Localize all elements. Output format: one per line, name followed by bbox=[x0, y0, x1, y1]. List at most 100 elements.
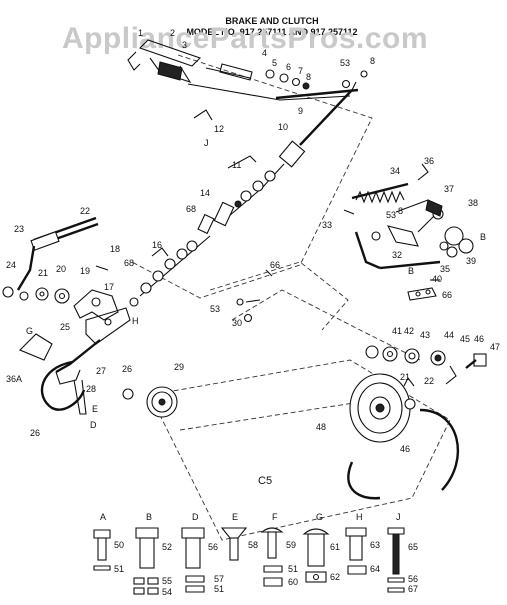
callout-label: 53 bbox=[386, 210, 396, 220]
callout-label: 36A bbox=[6, 374, 22, 384]
legend-bolt-number: 65 bbox=[408, 542, 418, 552]
callout-label: 40 bbox=[432, 274, 442, 284]
legend-nut-number: 57 bbox=[214, 574, 224, 584]
callout-label: 3 bbox=[182, 40, 187, 50]
callout-label: 7 bbox=[298, 66, 303, 76]
callout-label: B bbox=[480, 232, 486, 242]
legend-washer-number: 67 bbox=[408, 584, 418, 594]
legend-letter: G bbox=[316, 512, 323, 522]
legend-nut-number: 51 bbox=[114, 564, 124, 574]
legend-washer-number: 51 bbox=[214, 584, 224, 594]
callout-label: 11 bbox=[232, 160, 241, 170]
callout-label: 26 bbox=[122, 364, 132, 374]
callout-label: B bbox=[408, 266, 414, 276]
idler-pulley bbox=[19, 333, 178, 418]
legend-bolt-number: 56 bbox=[208, 542, 218, 552]
callout-label: 21 bbox=[400, 372, 410, 382]
callout-label: 68 bbox=[186, 204, 196, 214]
shaft-hardware bbox=[129, 235, 211, 307]
legend-bolt-number: 61 bbox=[330, 542, 340, 552]
watermark: AppliancePartsPros.com bbox=[62, 22, 428, 55]
callout-label: 39 bbox=[466, 256, 476, 266]
hardware-legend: A 50 51 B 52 55 54 D 56 57 bbox=[93, 512, 418, 597]
legend-bolt-number: 63 bbox=[370, 540, 380, 550]
legend-letter: J bbox=[396, 512, 401, 522]
callout-label: G bbox=[26, 326, 33, 336]
callout-label: D bbox=[90, 420, 97, 430]
legend-washer-number: 60 bbox=[288, 577, 298, 587]
callout-label: 44 bbox=[444, 330, 454, 340]
brake-rod-bracket bbox=[127, 39, 368, 101]
callout-label: 33 bbox=[322, 220, 332, 230]
callout-label: 37 bbox=[444, 184, 454, 194]
callout-label: 45 bbox=[460, 334, 470, 344]
callout-label: 28 bbox=[86, 384, 96, 394]
callout-label: 34 bbox=[390, 166, 400, 176]
callout-label: 2 bbox=[170, 28, 175, 38]
callout-label: 4 bbox=[262, 48, 267, 58]
callout-label: 66 bbox=[442, 290, 452, 300]
legend-nut-number: 55 bbox=[162, 576, 172, 586]
callout-label: 68 bbox=[124, 258, 134, 268]
callout-label: 23 bbox=[14, 224, 24, 234]
callout-label: 8 bbox=[370, 56, 375, 66]
model-numbers: MODEL NO. 917.257111 AND 917.257112 bbox=[186, 27, 357, 37]
callout-label: 42 bbox=[404, 326, 414, 336]
right-linkage bbox=[343, 163, 474, 301]
callout-label: 46 bbox=[474, 334, 484, 344]
callout-label: H bbox=[132, 316, 139, 326]
callout-label: 14 bbox=[200, 188, 210, 198]
callout-label: 24 bbox=[6, 260, 16, 270]
pedal-rod bbox=[2, 216, 109, 304]
callout-label: E bbox=[92, 404, 98, 414]
callout-label: 43 bbox=[420, 330, 430, 340]
callout-label: 18 bbox=[110, 244, 120, 254]
legend-item-g: G 61 62 bbox=[302, 512, 340, 583]
legend-bolt-number: 50 bbox=[114, 540, 124, 550]
legend-letter: A bbox=[100, 512, 106, 522]
frame-outline bbox=[131, 54, 451, 541]
callout-label: 66 bbox=[270, 260, 280, 270]
callout-label: J bbox=[204, 138, 209, 148]
callout-label: 25 bbox=[60, 322, 70, 332]
callout-label: 27 bbox=[96, 366, 106, 376]
callout-label: 38 bbox=[468, 198, 478, 208]
legend-letter: E bbox=[232, 512, 238, 522]
callout-label: 22 bbox=[424, 376, 434, 386]
legend-item-d: D 56 57 51 bbox=[181, 512, 224, 594]
legend-item-f: F 59 51 60 bbox=[260, 512, 298, 587]
legend-letter: F bbox=[272, 512, 278, 522]
legend-washer-number: 54 bbox=[162, 587, 172, 597]
pulley-stack bbox=[365, 345, 487, 385]
callout-label: 36 bbox=[424, 156, 434, 166]
legend-item-h: H 63 64 bbox=[345, 512, 380, 575]
callout-labels: 1 2 3 4 5 6 7 8 53 8 9 10 11 12 J 14 68 … bbox=[6, 28, 500, 487]
legend-letter: B bbox=[146, 512, 152, 522]
callout-label: 26 bbox=[30, 428, 40, 438]
callout-label: 10 bbox=[278, 122, 288, 132]
legend-bolt-number: 59 bbox=[286, 540, 296, 550]
diagram-code: C5 bbox=[258, 475, 272, 487]
callout-label: 30 bbox=[232, 318, 242, 328]
callout-label: 1 bbox=[138, 28, 143, 38]
loose-hardware bbox=[236, 269, 273, 323]
callout-label: 6 bbox=[286, 62, 291, 72]
callout-label: 19 bbox=[80, 266, 90, 276]
callout-label: 53 bbox=[210, 304, 220, 314]
legend-nut-number: 64 bbox=[370, 564, 380, 574]
legend-item-b: B 52 55 54 bbox=[133, 512, 172, 597]
brake-rod bbox=[193, 81, 357, 235]
legend-item-e: E 58 bbox=[220, 512, 258, 561]
callout-label: 5 bbox=[272, 58, 277, 68]
legend-item-a: A 50 51 bbox=[93, 512, 124, 574]
callout-label: 47 bbox=[490, 342, 500, 352]
callout-label: 29 bbox=[174, 362, 184, 372]
callout-label: 21 bbox=[38, 268, 48, 278]
callout-label: 32 bbox=[392, 250, 402, 260]
callout-label: 12 bbox=[214, 124, 224, 134]
legend-nut-number: 56 bbox=[408, 574, 418, 584]
diagram-title: BRAKE AND CLUTCH bbox=[225, 16, 318, 26]
callout-label: 8 bbox=[306, 72, 311, 82]
